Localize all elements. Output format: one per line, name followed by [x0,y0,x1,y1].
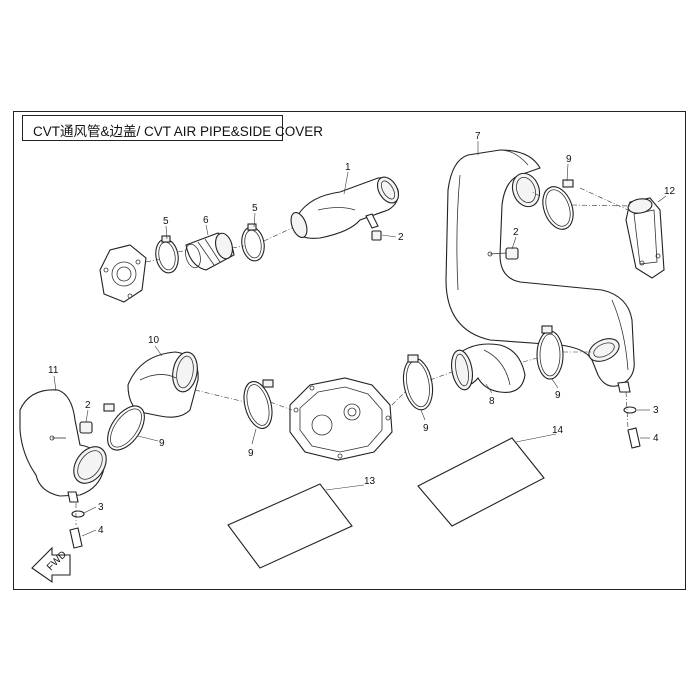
callout-3-right: 3 [653,405,659,416]
part-2-nut-left [79,421,93,434]
forward-arrow-icon: FWD [31,546,71,584]
part-5-clamps [155,223,265,274]
part-4-plug-left [69,527,83,549]
part-6-hose-connector [185,232,235,271]
part-9-clamp-left [103,403,145,451]
part-11-air-box [19,389,107,503]
callout-9-mid: 9 [423,423,429,434]
part-2-nut-upper [371,230,397,241]
callout-12: 12 [664,186,676,197]
callout-3-left: 3 [98,502,104,513]
callout-5-left: 5 [163,216,169,227]
part-1-air-pipe [290,176,400,239]
cvt-side-cover [289,377,393,461]
flange-plate [99,244,147,303]
part-3-clip-left [71,510,85,518]
title-box: CVT通风管&边盖/ CVT AIR PIPE&SIDE COVER [22,115,323,141]
callout-9-center: 9 [248,448,254,459]
part-8-elbow-duct [451,343,526,393]
diagram-frame: CVT通风管&边盖/ CVT AIR PIPE&SIDE COVER [13,111,686,590]
callout-13: 13 [364,476,376,487]
part-9-clamps-right [402,179,574,411]
callout-2-left: 2 [85,400,91,411]
callout-2-mid: 2 [513,227,519,238]
part-14-label [417,437,545,527]
callout-8: 8 [489,396,495,407]
callout-7: 7 [475,131,481,142]
part-4-plug-right [627,427,641,449]
part-10-elbow-duct [127,351,199,418]
callout-14: 14 [552,425,564,436]
callout-6: 6 [203,215,209,226]
callout-2-upper: 2 [398,232,404,243]
callout-4-right: 4 [653,433,659,444]
callout-9-right: 9 [555,390,561,401]
callout-1: 1 [345,162,351,173]
callout-9-left: 9 [159,438,165,449]
callout-10: 10 [148,335,160,346]
part-7-air-duct [445,149,635,393]
callout-4-left: 4 [98,525,104,536]
callout-11: 11 [48,365,59,376]
part-9-clamp-center [243,379,274,429]
part-2-bolt-mid [487,247,519,260]
callout-5-right: 5 [252,203,258,214]
part-3-clip-right [623,406,637,414]
diagram-title: CVT通风管&边盖/ CVT AIR PIPE&SIDE COVER [33,124,324,139]
callout-9-top: 9 [566,154,572,165]
part-12-intake-cover [625,197,665,279]
part-13-label [227,483,353,569]
